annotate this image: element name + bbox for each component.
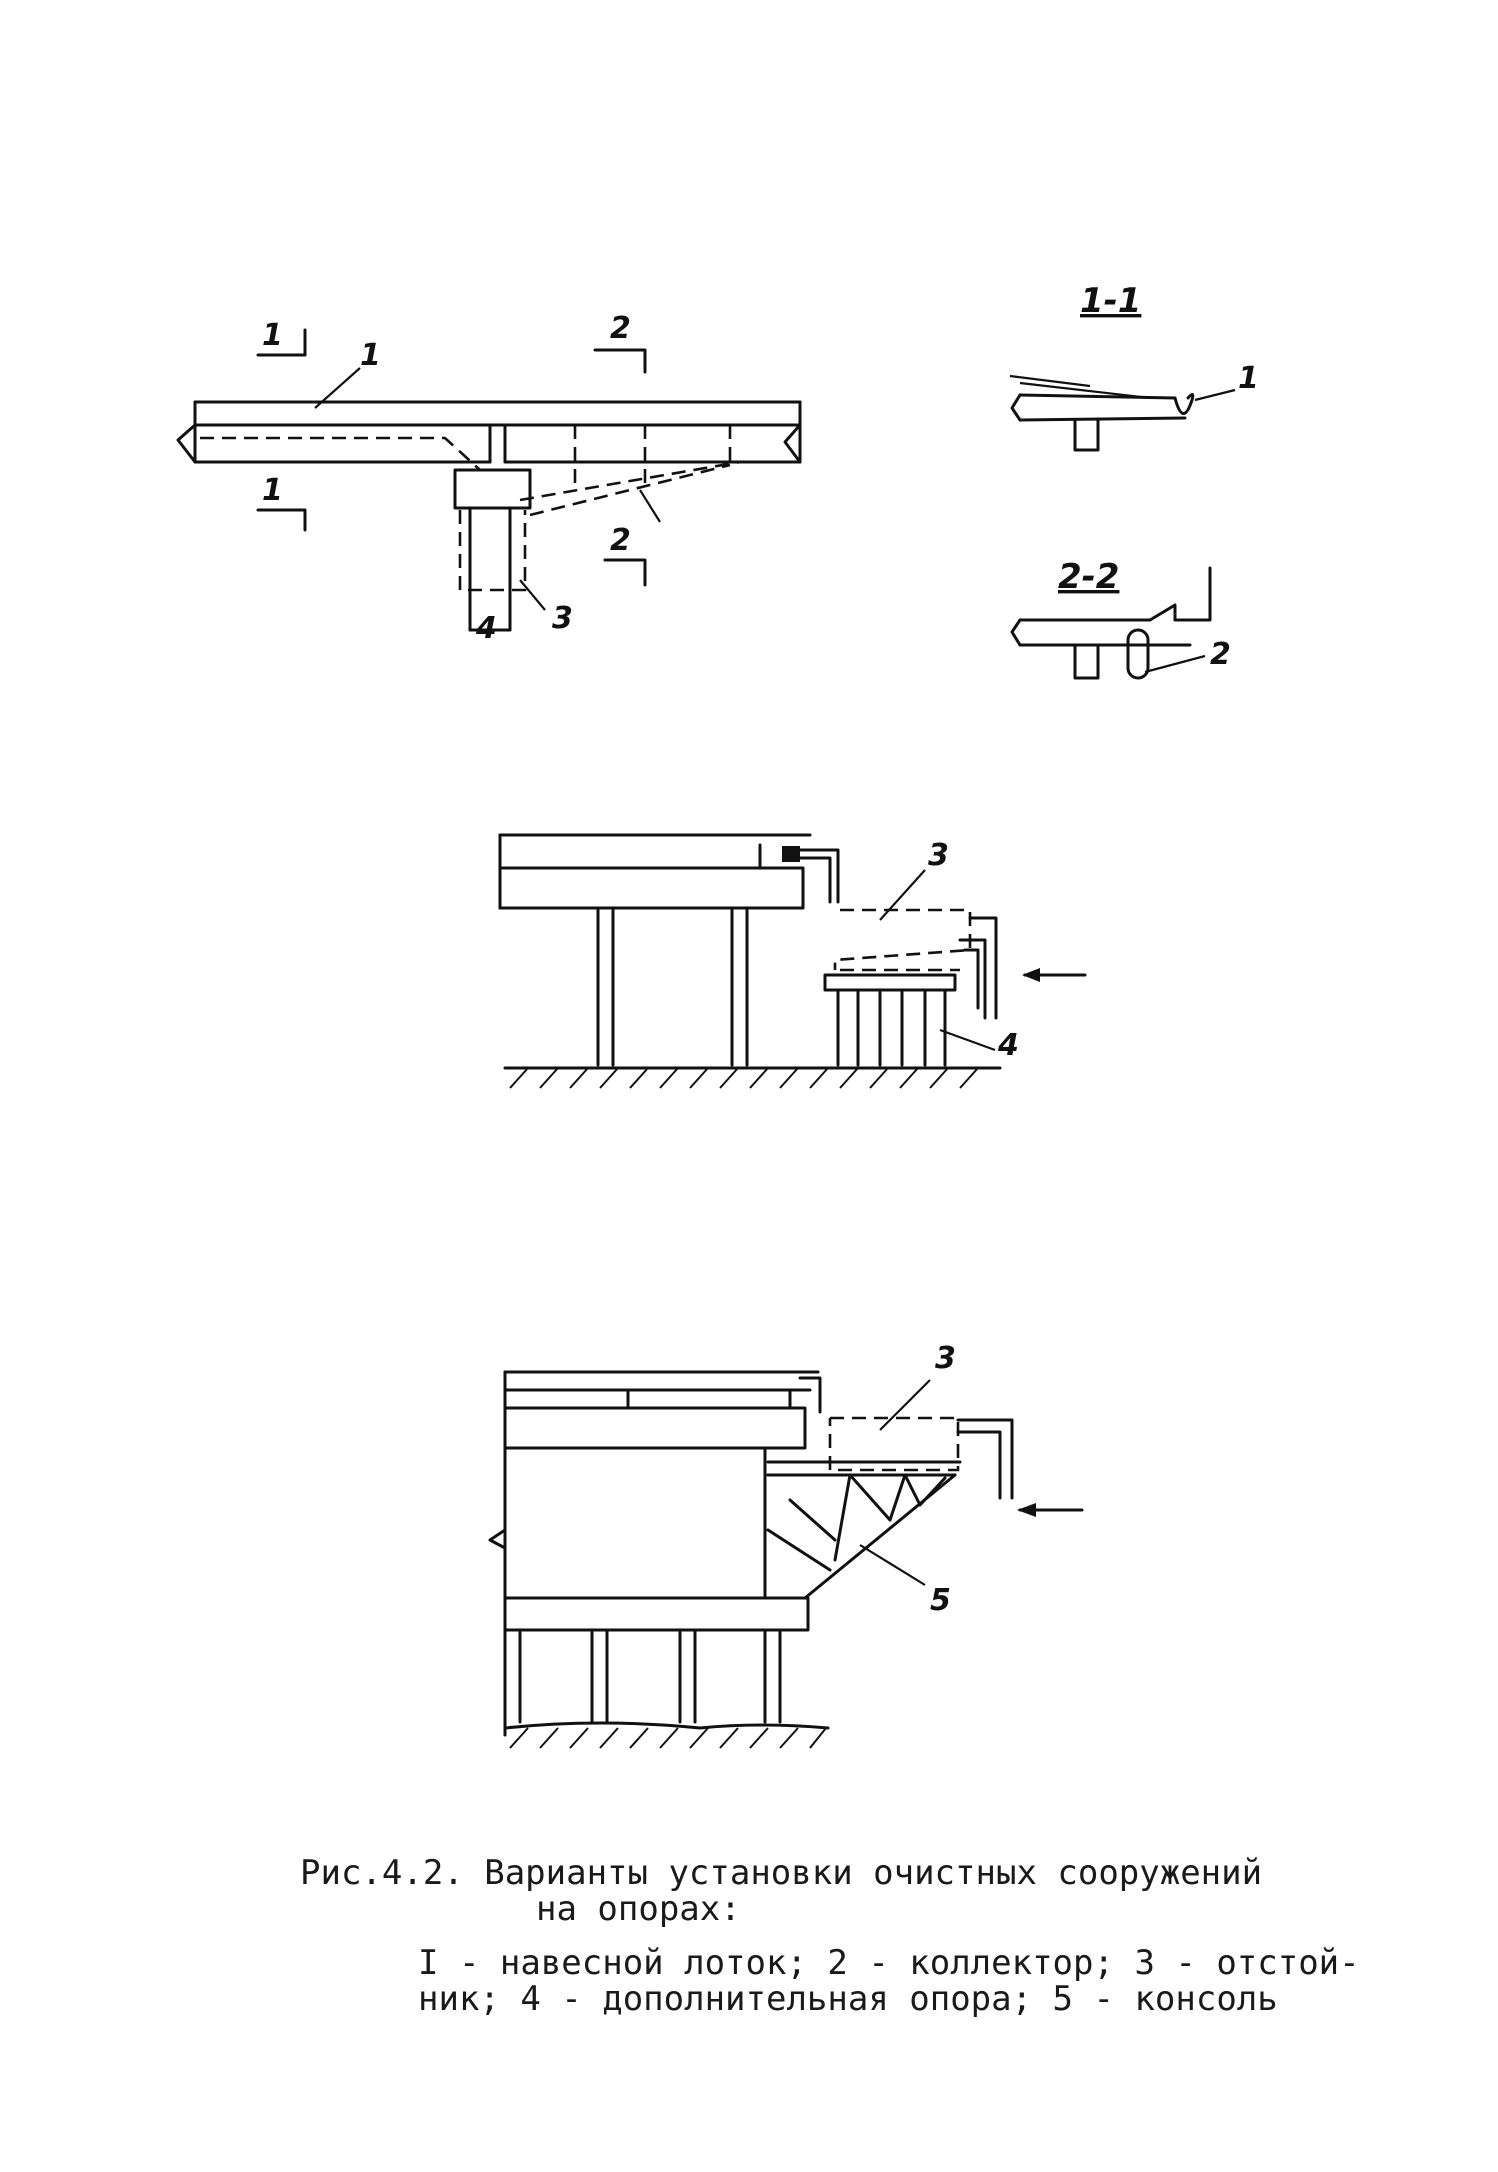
caption-legend-line-1: I - навесной лоток; 2 - коллектор; 3 - о… — [418, 1943, 1360, 1983]
section-mark-1-bottom: 1 — [262, 473, 283, 508]
section-2-2-view: 2-2 2 — [1010, 557, 1231, 680]
caption-subtitle: на опорах: — [536, 1889, 741, 1929]
section-mark-2-bottom: 2 — [610, 523, 631, 558]
callout-5-bottom-view: 5 — [930, 1583, 951, 1618]
section-mark-1-top: 1 — [262, 318, 283, 353]
middle-view: 3 4 — [498, 833, 1087, 1089]
section-2-2-title: 2-2 — [1058, 557, 1119, 597]
callout-4-top-plan: 4 — [475, 611, 497, 646]
callout-4-middle-view: 4 — [997, 1028, 1019, 1063]
callout-3-middle-view: 3 — [928, 838, 949, 873]
callout-3-top-plan: 3 — [552, 601, 573, 636]
callout-3-bottom-view: 3 — [935, 1341, 956, 1376]
bottom-view: 3 5 — [488, 1341, 1084, 1749]
callout-1-top-plan: 1 — [360, 338, 381, 373]
callout-1-section-1-1: 1 — [1238, 361, 1259, 396]
section-1-1-view: 1-1 1 — [1009, 281, 1259, 452]
section-mark-2-top: 2 — [610, 311, 631, 346]
top-plan-view: 1 1 2 2 1 3 4 — [176, 311, 802, 646]
figure-caption: Рис.4.2. Варианты установки очистных соо… — [300, 1855, 1360, 2017]
callout-2-section-2-2: 2 — [1210, 637, 1231, 672]
caption-title: Рис.4.2. Варианты установки очистных соо… — [300, 1853, 1263, 1893]
section-1-1-title: 1-1 — [1080, 281, 1141, 321]
caption-legend-line-2: ник; 4 - дополнительная опора; 5 - консо… — [418, 1979, 1278, 2019]
